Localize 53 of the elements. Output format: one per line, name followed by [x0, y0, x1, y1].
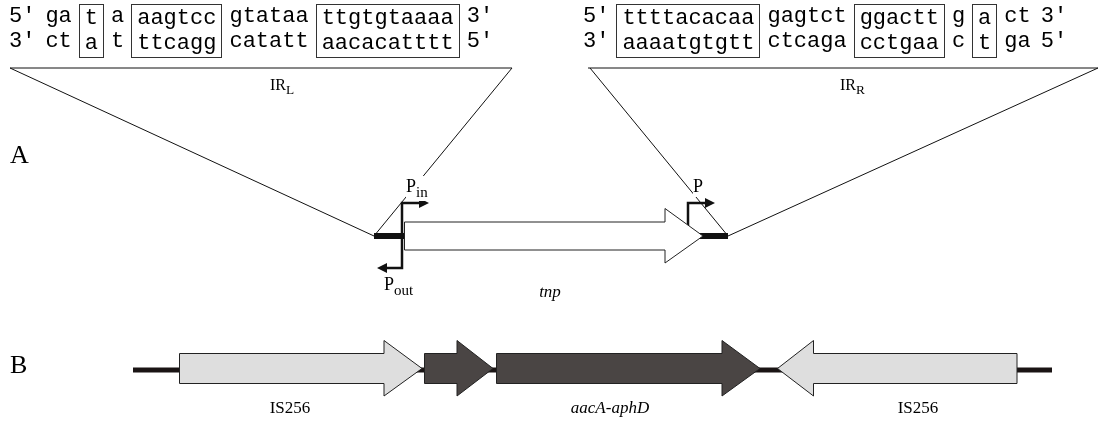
- sequence-text: 5': [1040, 29, 1068, 54]
- gene-symbol: [424, 340, 494, 397]
- sequence-box: [315, 4, 460, 58]
- sequence-text: ga: [45, 4, 72, 29]
- sequence-text: a: [111, 4, 125, 29]
- sequence-text: aaaatgtgtt: [622, 31, 755, 56]
- sequence-text: aacacatttt: [321, 31, 454, 56]
- sequence-text: g: [951, 4, 966, 29]
- sequence-text: ga: [1004, 29, 1031, 54]
- gene-label: IS256: [269, 398, 311, 418]
- sequence-text: catatt: [229, 29, 309, 54]
- sequence-text: a: [84, 31, 98, 56]
- sequence-text: t: [84, 6, 98, 31]
- panel-letter: A: [10, 140, 29, 170]
- sequence-text: cctgaa: [859, 31, 939, 56]
- sequence-text: t: [111, 29, 125, 54]
- sequence-text: ttgtgtaaaa: [321, 6, 454, 31]
- sequence-text: 3': [9, 29, 36, 54]
- panel-letter: B: [10, 350, 28, 380]
- gene-symbol: [777, 340, 1018, 397]
- sequence-text: 5': [466, 29, 494, 54]
- sequence-text: 3': [1040, 4, 1068, 29]
- sequence-box: [853, 4, 945, 58]
- sequence-text: 5': [583, 4, 610, 29]
- promoter-label: P$_{in}$: [406, 176, 428, 201]
- sequence-box: [616, 4, 761, 58]
- sequence-text: aagtcc: [137, 6, 217, 31]
- region-label: IR$_{L}$: [270, 76, 295, 99]
- sequence-text: a: [978, 6, 992, 31]
- sequence-text: gagtct: [767, 4, 847, 29]
- gene-label: tnp: [539, 282, 561, 302]
- sequence-text: ct: [45, 29, 72, 54]
- sequence-text: t: [978, 31, 992, 56]
- gene-symbol: [496, 340, 761, 397]
- sequence-text: c: [951, 29, 966, 54]
- sequence-text: ctcaga: [767, 29, 847, 54]
- sequence-text: gtataa: [229, 4, 309, 29]
- region-label: IR$_{R}$: [840, 76, 865, 99]
- gene-label: IS256: [897, 398, 939, 418]
- sequence-text: 5': [9, 4, 36, 29]
- sequence-box: [78, 4, 104, 58]
- sequence-text: ct: [1004, 4, 1031, 29]
- gene-symbol: [404, 208, 704, 264]
- gene-symbol: [179, 340, 423, 397]
- sequence-box: [972, 4, 998, 58]
- sequence-text: ggactt: [859, 6, 939, 31]
- sequence-box: [131, 4, 223, 58]
- promoter-label: P: [693, 176, 703, 197]
- sequence-text: ttcagg: [137, 31, 217, 56]
- sequence-text: 3': [583, 29, 610, 54]
- sequence-text: 3': [466, 4, 494, 29]
- sequence-text: ttttacacaa: [622, 6, 755, 31]
- gene-label: aacA-aphD: [570, 398, 650, 418]
